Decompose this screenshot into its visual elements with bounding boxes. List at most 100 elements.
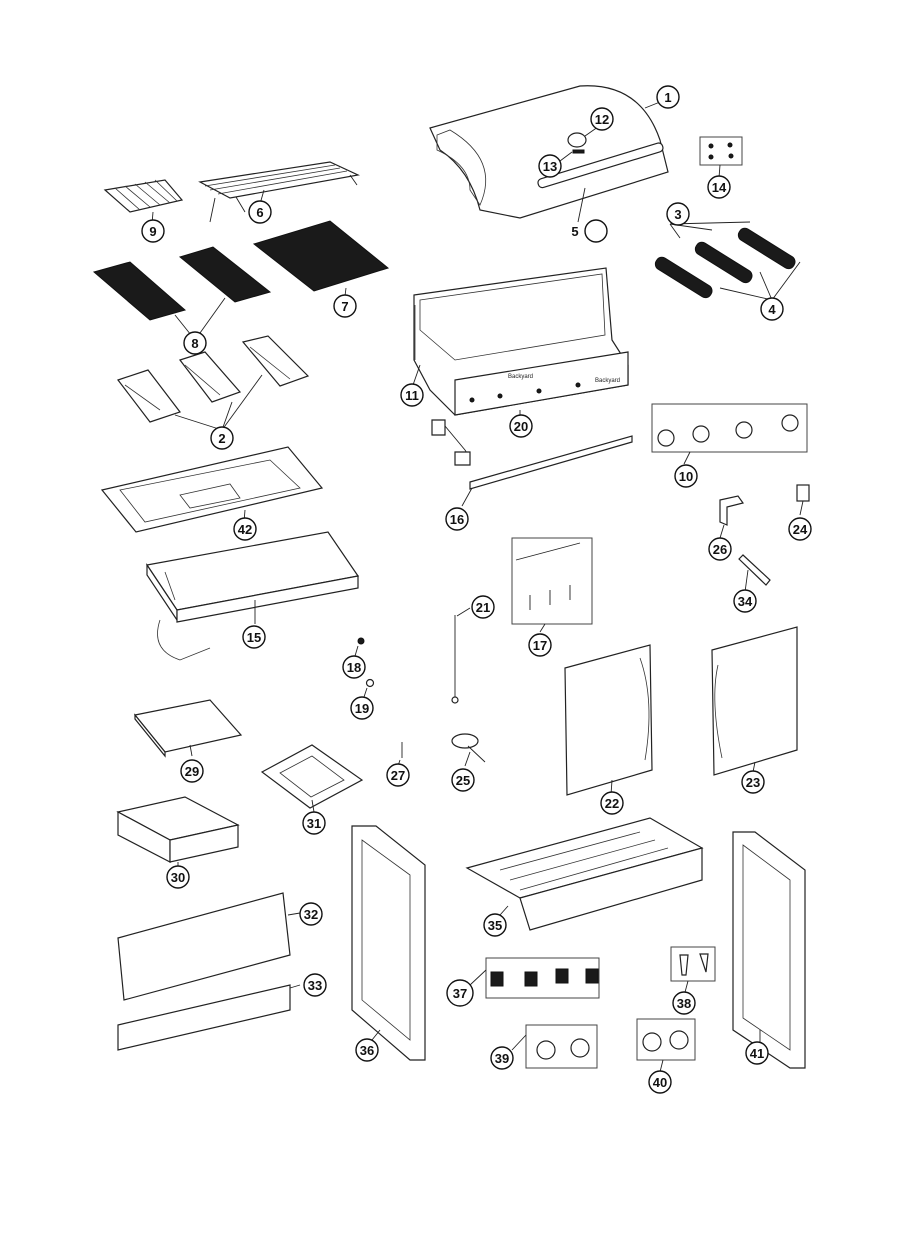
callout-label: 20 [514, 419, 528, 434]
callout-label: 25 [456, 773, 470, 788]
part-warming-rack [198, 161, 360, 223]
callout-label: 26 [713, 542, 727, 557]
callout-label: 9 [149, 224, 156, 239]
callout-circle [342, 655, 366, 679]
callout-circle [656, 85, 680, 109]
callout-36: 36 [355, 1038, 379, 1062]
callout-label: 8 [191, 336, 198, 351]
callout-circle [355, 1038, 379, 1062]
part-door-left [564, 644, 653, 796]
part-front-rail [461, 435, 633, 507]
part-cooking-grate-large [252, 220, 390, 297]
callout-9: 9 [141, 219, 165, 243]
part-lower-rail [117, 984, 301, 1051]
callout-39: 39 [490, 1046, 514, 1070]
part-leg-right [732, 831, 806, 1069]
callout-label: 1 [664, 90, 671, 105]
part-lid [429, 85, 669, 223]
callout-circle [490, 1046, 514, 1070]
callouts: 1234567891011121314151617181920212223242… [141, 85, 812, 1094]
part-control-knobs [651, 403, 808, 465]
part-back-panel [117, 892, 301, 1001]
callout-31: 31 [302, 811, 326, 835]
callout-circle [483, 913, 507, 937]
callout-circle [538, 154, 562, 178]
callout-label: 21 [476, 600, 490, 615]
callout-circle [233, 517, 257, 541]
brand-marking-2: Backyard [595, 378, 620, 384]
part-hooks-kit [511, 537, 593, 633]
callout-circle [590, 107, 614, 131]
callout-8: 8 [183, 331, 207, 355]
callout-40: 40 [648, 1070, 672, 1094]
callout-10: 10 [674, 464, 698, 488]
callout-label: 15 [247, 630, 261, 645]
callout-label: 37 [453, 986, 467, 1001]
callout-label: 27 [391, 768, 405, 783]
callout-circle [707, 175, 731, 199]
callout-circle [445, 507, 469, 531]
callout-11: 11 [400, 383, 424, 407]
callout-circle [733, 589, 757, 613]
callout-30: 30 [166, 865, 190, 889]
callout-label: 38 [677, 996, 691, 1011]
callout-4: 4 [760, 297, 784, 321]
callout-33: 33 [303, 973, 327, 997]
callout-21: 21 [471, 595, 495, 619]
callout-circle [141, 219, 165, 243]
part-side-shelf [145, 531, 360, 661]
callout-19: 19 [350, 696, 374, 720]
callout-circle [760, 297, 784, 321]
part-burners [654, 221, 801, 301]
callout-38: 38 [672, 991, 696, 1015]
callout-label: 29 [185, 764, 199, 779]
part-door-right [711, 626, 798, 776]
callout-circle [741, 770, 765, 794]
callout-circle [303, 973, 327, 997]
callout-circle [210, 426, 234, 450]
callout-label: 35 [488, 918, 502, 933]
part-side-burner-box [116, 796, 240, 866]
callout-2: 2 [210, 426, 234, 450]
part-small-rack [103, 179, 184, 225]
callout-circle [400, 383, 424, 407]
callout-25: 25 [451, 768, 475, 792]
callout-circle [446, 979, 474, 1007]
callout-circle [708, 537, 732, 561]
callout-label: 22 [605, 796, 619, 811]
callout-label: 7 [341, 299, 348, 314]
callout-label: 16 [450, 512, 464, 527]
callout-circle [666, 202, 690, 226]
callout-label: 4 [768, 302, 776, 317]
callout-14: 14 [707, 175, 731, 199]
callout-3: 3 [666, 202, 690, 226]
callout-circle [788, 517, 812, 541]
callout-23: 23 [741, 770, 765, 794]
callout-circle [333, 294, 357, 318]
callout-circle [248, 200, 272, 224]
callout-27: 27 [386, 763, 410, 787]
part-side-burner [451, 733, 486, 767]
part-casters-40 [636, 1018, 696, 1073]
callout-16: 16 [445, 507, 469, 531]
callout-17: 17 [528, 633, 552, 657]
callout-label: 12 [595, 112, 609, 127]
callout-label: 40 [653, 1075, 667, 1090]
callout-label: 23 [746, 775, 760, 790]
callout-circle [183, 331, 207, 355]
callout-circle [386, 763, 410, 787]
callout-18: 18 [342, 655, 366, 679]
part-bottom-shelf [465, 817, 704, 931]
callout-24: 24 [788, 517, 812, 541]
part-ignitor [796, 484, 810, 516]
callout-label: 41 [750, 1046, 764, 1061]
callout-circle [745, 1041, 769, 1065]
part-valve-27 [397, 742, 403, 767]
part-drip-tray [100, 446, 324, 533]
callout-circle [528, 633, 552, 657]
callout-20: 20 [509, 414, 533, 438]
callout-circle [350, 696, 374, 720]
part-firebox: Backyard Backyard [412, 267, 629, 466]
callout-label: 6 [256, 205, 263, 220]
